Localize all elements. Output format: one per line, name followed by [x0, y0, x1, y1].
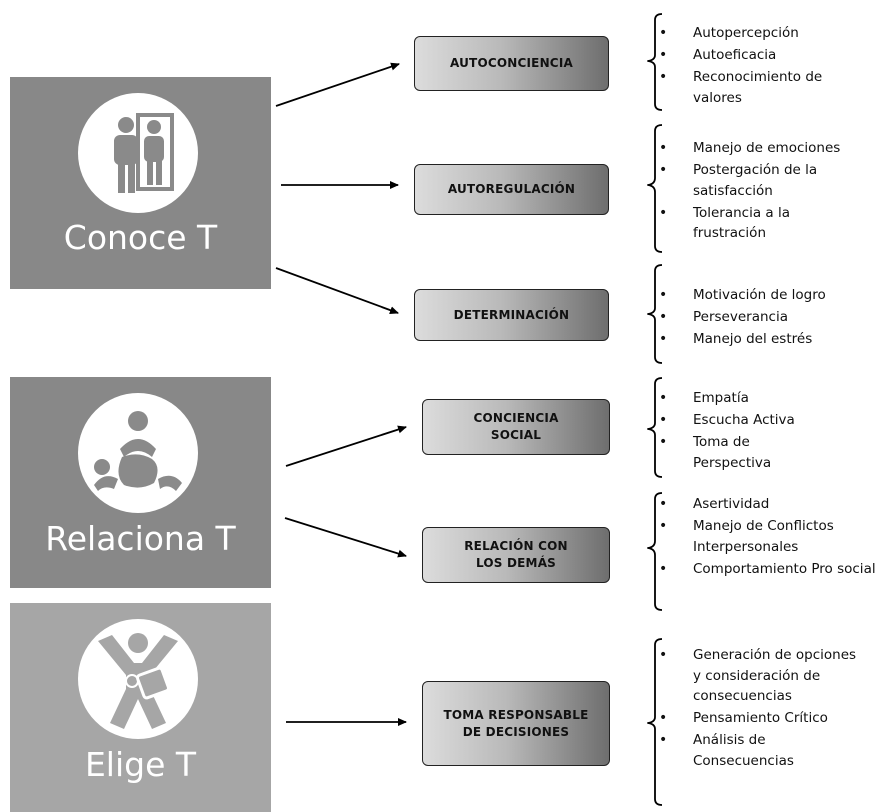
competency-conciencia-social: CONCIENCIA SOCIAL [422, 399, 610, 455]
skills-autoconciencia: Autopercepción Autoeficacia Reconocimien… [657, 23, 867, 110]
list-item: Postergación de la satisfacción [657, 160, 878, 201]
skills-toma-decisiones: Generación de opciones y consideración d… [657, 645, 883, 773]
competency-autoconciencia: AUTOCONCIENCIA [414, 36, 609, 91]
list-item: Manejo de Conflictos Interpersonales [657, 516, 883, 557]
panel-relaciona-t: Relaciona T [10, 377, 271, 588]
brace-determinacion [647, 264, 663, 364]
skills-relacion-demas: Asertividad Manejo de Conflictos Interpe… [657, 494, 883, 581]
arrow-autoconciencia [275, 62, 400, 107]
person-choosing-icon [98, 633, 178, 729]
list-item: Escucha Activa [657, 410, 867, 431]
skills-autoregulacion: Manejo de emociones Postergación de la s… [657, 138, 883, 245]
arrow-determinacion [275, 267, 399, 314]
competency-relacion-demas: RELACIÓN CON LOS DEMÁS [422, 527, 610, 583]
icon-circle [78, 93, 198, 213]
arrow-relacion-demas [284, 517, 407, 558]
icon-circle [78, 393, 198, 513]
people-embrace-icon [94, 411, 182, 491]
list-item: Toma de Perspectiva [657, 432, 803, 473]
list-item: Autoeficacia [657, 45, 867, 66]
group-title-relaciona-t: Relaciona T [45, 519, 236, 558]
list-item: Motivación de logro [657, 285, 877, 306]
competency-toma-decisiones: TOMA RESPONSABLE DE DECISIONES [422, 681, 610, 766]
list-item: Asertividad [657, 494, 883, 515]
brace-autoconciencia [647, 13, 663, 111]
mirror-people-icon [114, 113, 174, 193]
brace-toma-decisiones [647, 638, 663, 806]
list-item: Perseverancia [657, 307, 877, 328]
arrow-conciencia-social [285, 425, 407, 467]
list-item: Tolerancia a la frustración [657, 203, 833, 244]
group-title-elige-t: Elige T [84, 745, 197, 784]
brace-conciencia-social [647, 377, 663, 478]
list-item: Reconocimiento de valores [657, 67, 823, 108]
list-item: Generación de opciones y consideración d… [657, 645, 863, 707]
skills-determinacion: Motivación de logro Perseverancia Manejo… [657, 285, 877, 351]
panel-conoce-t: Conoce T [10, 77, 271, 289]
group-title-conoce-t: Conoce T [63, 218, 218, 257]
competency-determinacion: DETERMINACIÓN [414, 289, 609, 341]
icon-circle [78, 619, 198, 739]
brace-autoregulacion [647, 124, 663, 253]
list-item: Análisis de Consecuencias [657, 730, 823, 771]
skills-conciencia-social: Empatía Escucha Activa Toma de Perspecti… [657, 388, 867, 475]
list-item: Comportamiento Pro social [657, 559, 883, 580]
list-item: Manejo del estrés [657, 329, 877, 350]
competency-autoregulacion: AUTOREGULACIÓN [414, 164, 609, 215]
list-item: Empatía [657, 388, 867, 409]
panel-elige-t: Elige T [10, 603, 271, 812]
brace-relacion-demas [647, 492, 663, 611]
list-item: Autopercepción [657, 23, 867, 44]
list-item: Pensamiento Crítico [657, 708, 883, 729]
list-item: Manejo de emociones [657, 138, 883, 159]
